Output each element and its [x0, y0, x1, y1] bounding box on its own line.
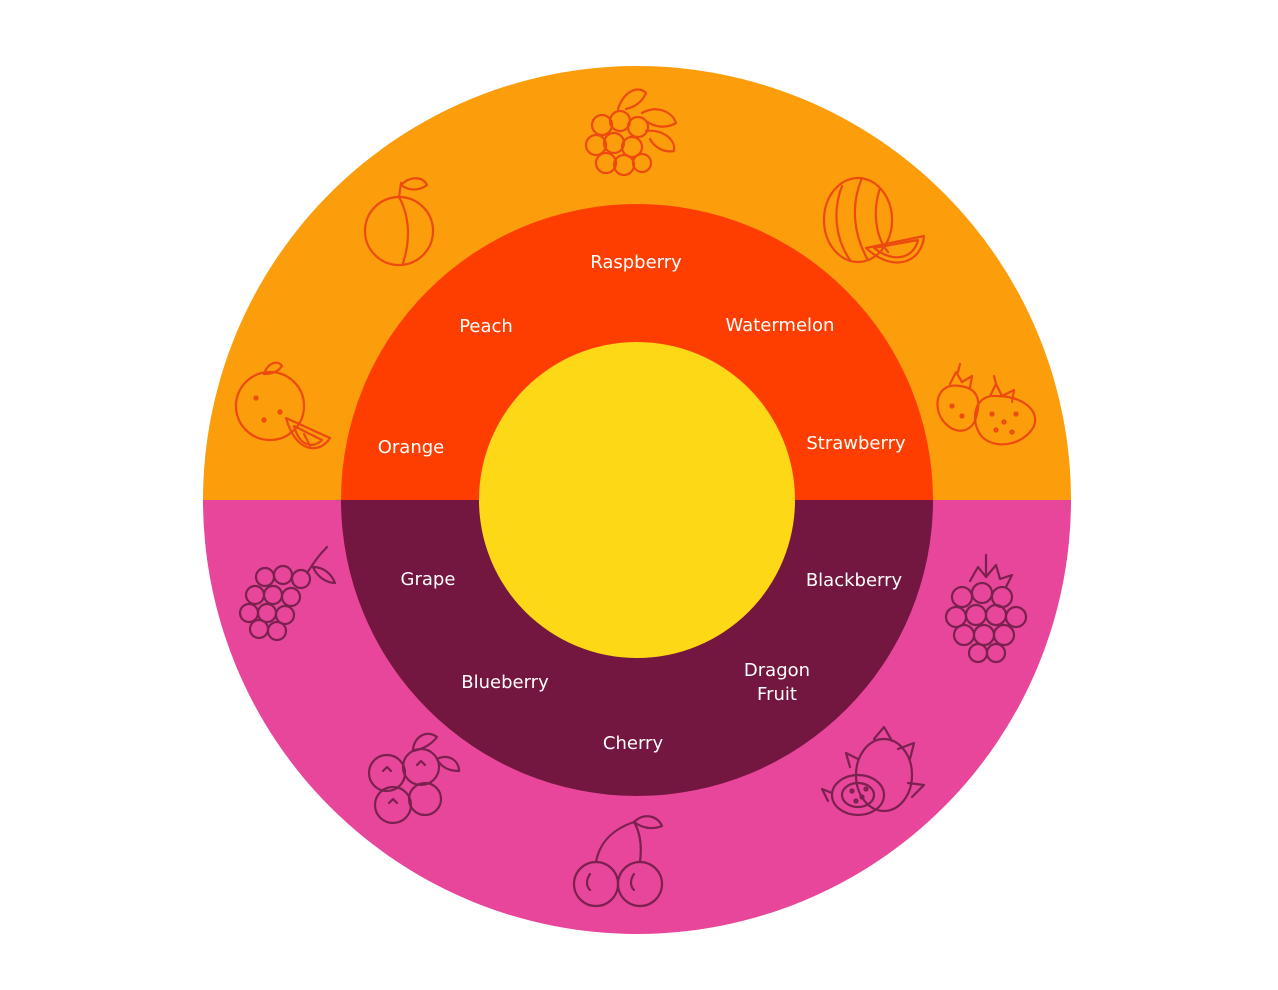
- dragon-fruit-icon: [820, 725, 926, 817]
- label-cherry: Cherry: [603, 733, 664, 754]
- center-circle: [479, 342, 795, 658]
- label-peach: Peach: [459, 316, 513, 337]
- label-dragon-fruit-line1: Dragon: [744, 660, 810, 681]
- blackberry-icon: [944, 553, 1028, 664]
- grape-icon: [238, 545, 337, 642]
- watermelon-icon: [822, 176, 926, 264]
- label-orange: Orange: [378, 437, 445, 458]
- label-watermelon: Watermelon: [726, 315, 835, 336]
- orange-icon: [234, 361, 332, 450]
- label-blueberry: Blueberry: [461, 672, 549, 693]
- label-strawberry: Strawberry: [806, 433, 906, 454]
- cherry-icon: [572, 815, 664, 908]
- strawberry-icon: [936, 362, 1037, 446]
- raspberry-icon: [584, 88, 678, 177]
- label-dragon-fruit-line2: Fruit: [757, 684, 797, 705]
- label-blackberry: Blackberry: [806, 570, 903, 591]
- label-raspberry: Raspberry: [590, 252, 682, 273]
- peach-icon: [363, 177, 435, 267]
- label-grape: Grape: [401, 569, 456, 590]
- blueberry-icon: [367, 732, 461, 825]
